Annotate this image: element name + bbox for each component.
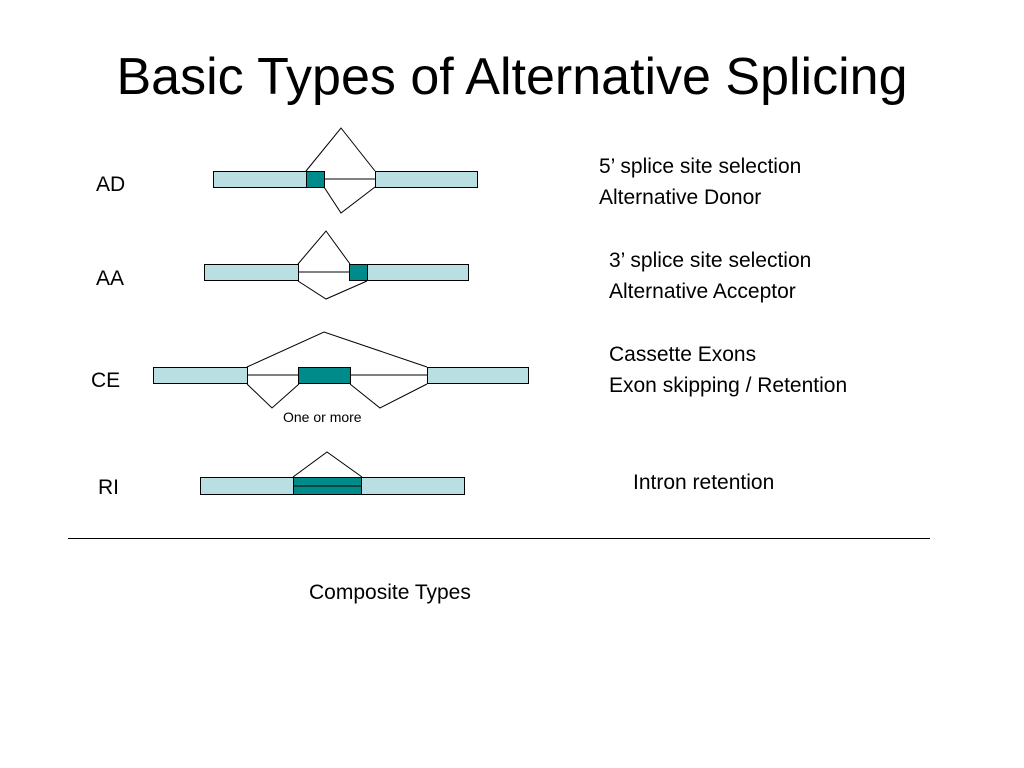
upstream-exon	[204, 264, 299, 281]
cassette-exon	[298, 367, 351, 384]
description-aa-line-1: 3’ splice site selection	[609, 249, 812, 272]
alternative-donor-segment	[306, 171, 325, 188]
row-label-ad: AD	[96, 173, 126, 196]
splice-arc-upper	[297, 230, 351, 265]
composite-types-label: Composite Types	[309, 581, 471, 604]
description-ri: Intron retention	[633, 467, 774, 498]
splice-arc-upper	[292, 451, 363, 478]
description-ri-line-1: Intron retention	[633, 471, 775, 494]
upstream-exon	[153, 367, 248, 384]
one-or-more-note: One or more	[283, 409, 362, 425]
description-ce: Cassette Exons Exon skipping / Retention	[609, 339, 847, 401]
splice-arc-upper	[305, 127, 376, 172]
description-ad: 5’ splice site selection Alternative Don…	[599, 151, 801, 213]
row-label-ce: CE	[91, 369, 121, 392]
downstream-exon	[375, 171, 478, 188]
description-aa: 3’ splice site selection Alternative Acc…	[609, 245, 811, 307]
diagram-ad	[213, 127, 478, 214]
diagram-ri	[200, 451, 465, 495]
downstream-exon	[361, 477, 465, 495]
inclusion-arc-right	[349, 383, 428, 409]
inclusion-arc-left	[246, 383, 300, 409]
description-ce-line-2: Exon skipping / Retention	[609, 374, 848, 397]
description-ce-line-1: Cassette Exons	[609, 343, 757, 366]
section-divider	[68, 538, 930, 539]
row-label-ri: RI	[98, 476, 119, 499]
downstream-exon	[367, 264, 469, 281]
upstream-exon	[213, 171, 307, 188]
description-aa-line-2: Alternative Acceptor	[609, 280, 796, 303]
splice-arc-lower	[323, 186, 376, 214]
slide-title: Basic Types of Alternative Splicing	[116, 48, 908, 106]
diagram-ce	[153, 331, 529, 409]
description-ad-line-2: Alternative Donor	[599, 186, 762, 209]
diagram-aa	[204, 230, 469, 300]
downstream-exon	[427, 367, 529, 384]
upstream-exon	[200, 477, 294, 495]
row-label-aa: AA	[96, 267, 125, 290]
alternative-acceptor-segment	[349, 264, 368, 281]
description-ad-line-1: 5’ splice site selection	[599, 155, 802, 178]
skipping-arc	[246, 331, 428, 368]
splice-arc-lower	[297, 280, 368, 300]
